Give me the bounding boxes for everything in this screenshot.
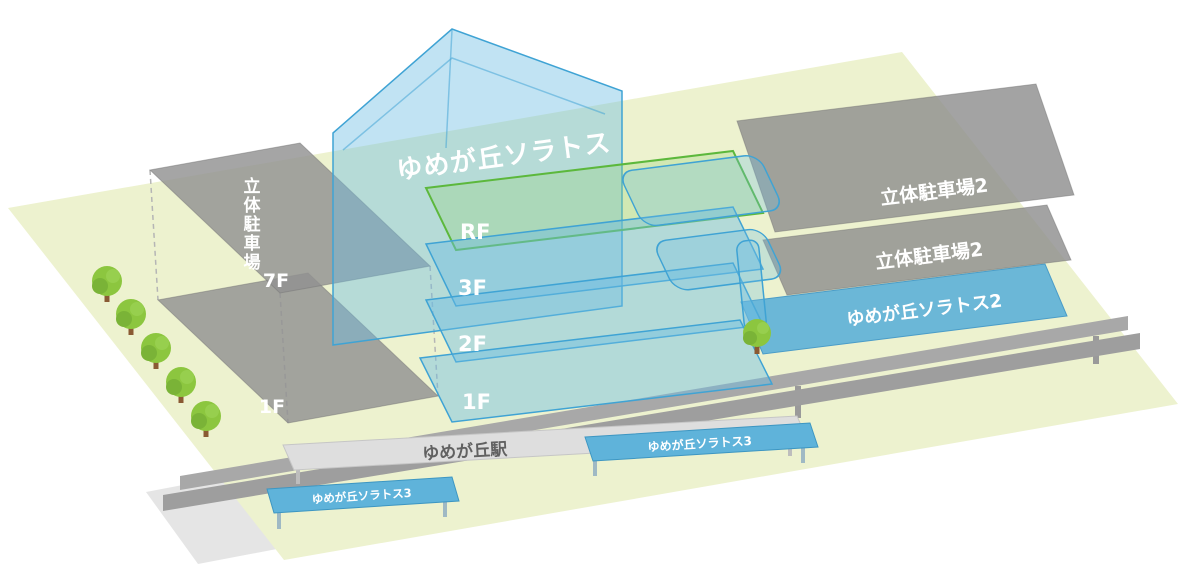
west-parking-label: 立体駐車場 (244, 176, 262, 273)
floor-1f-plate[interactable] (418, 319, 774, 423)
soratos3-west-leg (443, 500, 447, 517)
east-buildings: 立体駐車場2 立体駐車場2 ゆめが丘ソラトス2 (736, 83, 1075, 355)
west-parking: 立体駐車場 7F 1F (148, 142, 440, 424)
tree (166, 367, 196, 403)
tree (116, 299, 146, 335)
soratos3-east-label: ゆめが丘ソラトス3 (647, 433, 752, 454)
west-parking-7f-label: 7F (263, 270, 289, 292)
floor-2f-label[interactable]: 2F (458, 332, 487, 356)
soratos3-east-building[interactable] (584, 422, 819, 462)
soratos3-west-leg (277, 512, 281, 529)
roof-ridge-line (445, 29, 453, 149)
soratos3-east-leg (593, 459, 597, 476)
soratos3-west-building[interactable] (266, 476, 460, 514)
parking-dashed-edge (149, 169, 159, 301)
main-building-tower[interactable] (332, 28, 623, 346)
west-parking-1f-label: 1F (259, 396, 285, 418)
station-label: ゆめが丘駅 (422, 439, 509, 465)
roof-fold-line (342, 57, 606, 151)
station-leg (296, 468, 300, 484)
soratos3-west-label: ゆめが丘ソラトス3 (311, 486, 412, 507)
tree (191, 401, 221, 437)
west-parking-1f-deck[interactable] (156, 272, 440, 424)
floor-3f-plate[interactable] (424, 206, 765, 307)
rail-track-front (163, 333, 1140, 511)
bridge-connector-upper (622, 155, 780, 227)
floor-3f-label[interactable]: 3F (458, 276, 487, 300)
west-parking-7f-deck[interactable] (148, 142, 432, 294)
floor-rf-plate[interactable] (424, 149, 765, 252)
east-parking-lower-deck[interactable] (762, 204, 1072, 296)
main-building: ゆめが丘ソラトス RF 3F 2F 1F (332, 28, 782, 423)
floor-1f-label[interactable]: 1F (462, 390, 491, 414)
floor-rf-label[interactable]: RF (460, 220, 491, 244)
bridge-connector-mid (656, 228, 782, 291)
tree (141, 333, 171, 369)
soratos3-east-leg (801, 446, 805, 463)
trees (92, 266, 771, 437)
tree (92, 266, 122, 302)
east-parking-upper-deck[interactable] (736, 83, 1075, 233)
tree (743, 319, 771, 354)
